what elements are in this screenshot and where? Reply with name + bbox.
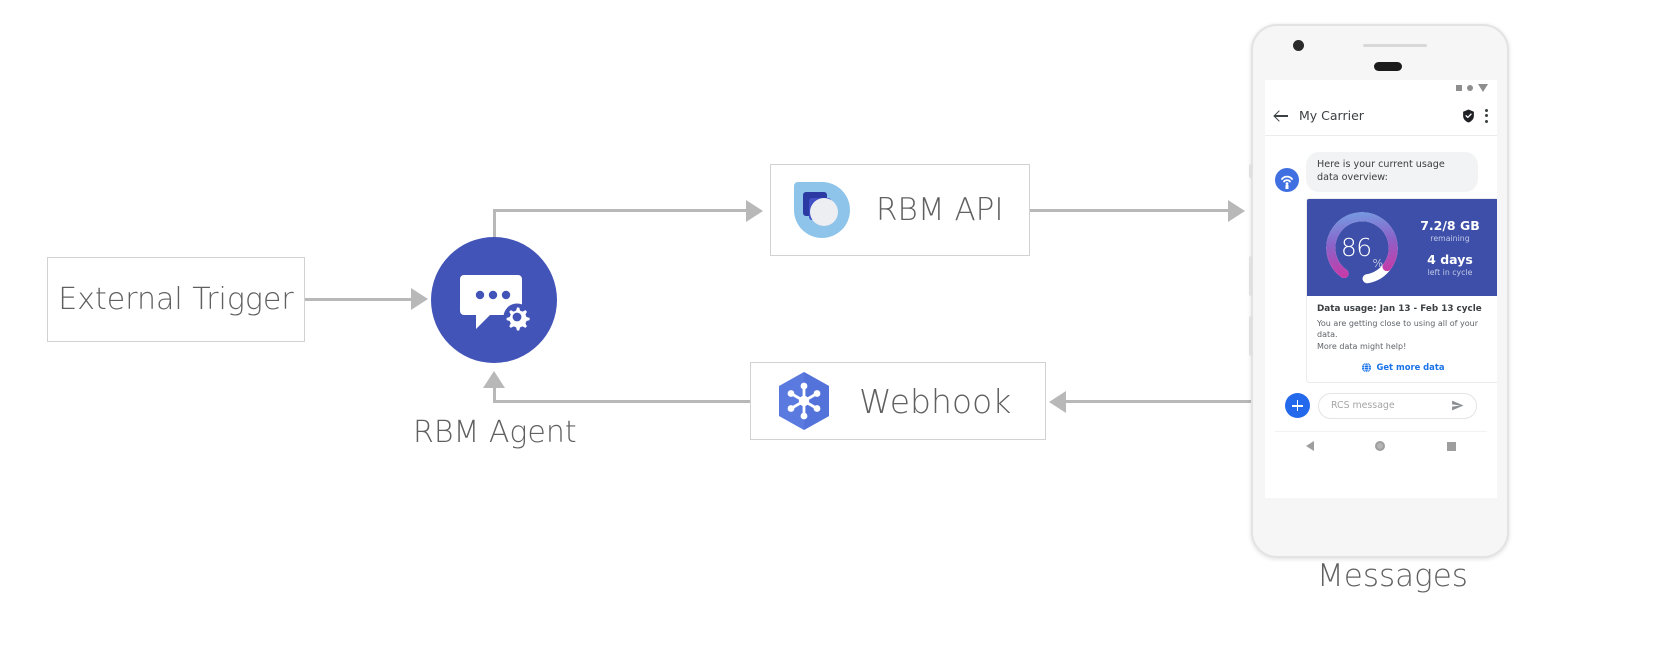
globe-icon [1361, 362, 1371, 373]
circle-icon [1467, 85, 1473, 91]
carrier-antenna-avatar [1275, 167, 1299, 192]
cloud-functions-hexagon-icon [779, 372, 829, 430]
incoming-message-row: Here is your current usage data overview… [1275, 152, 1487, 192]
arrowhead-api-to-phone [1228, 200, 1245, 222]
plus-icon[interactable] [1285, 393, 1310, 419]
stat-days-left-label: left in cycle [1427, 267, 1473, 277]
phone-volume-down [1249, 316, 1253, 356]
node-external-trigger[interactable]: External Trigger [47, 257, 305, 342]
data-usage-gauge: 86 % [1321, 207, 1403, 289]
phone-screen: My Carrier [1265, 80, 1497, 498]
app-bar-title: My Carrier [1299, 108, 1364, 123]
send-icon[interactable] [1451, 399, 1464, 412]
triangle-down-icon [1478, 84, 1488, 92]
arrowhead-phone-to-webhook [1049, 391, 1066, 413]
card-action-label: Get more data [1376, 362, 1445, 373]
message-bubble: Here is your current usage data overview… [1306, 152, 1478, 192]
node-webhook[interactable]: Webhook [750, 362, 1046, 440]
rbm-droplet-icon [794, 182, 850, 238]
rbm-agent-label: RBM Agent [413, 415, 577, 450]
nav-back-triangle-icon[interactable] [1305, 441, 1314, 452]
chat-gear-icon [460, 275, 531, 331]
card-title: Data usage: Jan 13 - Feb 13 cycle [1317, 303, 1482, 314]
connector-trigger-to-agent [303, 298, 413, 301]
gauge-percent-value: 86 [1340, 233, 1372, 263]
node-rbm-api[interactable]: RBM API [770, 164, 1030, 256]
conversation-area: Here is your current usage data overview… [1265, 136, 1497, 461]
arrowhead-agent-to-api [746, 200, 763, 222]
gauge-percent: 86 % [1321, 207, 1403, 289]
stat-days-left: 4 days left in cycle [1427, 252, 1473, 277]
stat-data-remaining-label: remaining [1430, 233, 1470, 243]
arrowhead-trigger-to-agent [411, 288, 428, 310]
kebab-menu-icon[interactable] [1485, 108, 1488, 123]
connector-webhook-to-agent [493, 400, 750, 403]
app-bar: My Carrier [1265, 96, 1497, 136]
stat-days-left-value: 4 days [1427, 251, 1473, 267]
rcs-message-placeholder: RCS message [1331, 400, 1395, 412]
node-rbm-agent[interactable] [431, 237, 557, 363]
card-description-line-1: You are getting close to using all of yo… [1317, 318, 1479, 340]
connector-phone-to-webhook [1066, 400, 1252, 403]
card-hero-stats: 7.2/8 GB remaining 4 days left in cycle [1402, 199, 1497, 296]
webhook-label: Webhook [859, 381, 1012, 421]
card-description-line-2: More data might help! [1317, 342, 1407, 352]
square-icon [1456, 85, 1462, 91]
messages-label: Messages [1317, 558, 1468, 594]
rcs-message-input[interactable]: RCS message [1318, 392, 1477, 419]
stat-data-remaining-value: 7.2/8 GB [1420, 218, 1480, 234]
phone-camera [1293, 40, 1304, 51]
shield-check-icon[interactable] [1462, 109, 1475, 123]
nav-home-circle-icon[interactable] [1375, 441, 1386, 452]
message-composer: RCS message [1275, 382, 1487, 419]
card-body: Data usage: Jan 13 - Feb 13 cycle You ar… [1307, 296, 1497, 382]
phone-sensor-strip [1363, 44, 1427, 47]
card-hero: 86 % 7.2/8 GB remaining 4 days lef [1307, 198, 1497, 296]
rbm-api-label: RBM API [876, 192, 1004, 228]
connector-agent-to-api [493, 209, 748, 212]
phone-side-button-top [1249, 164, 1253, 178]
status-bar [1265, 80, 1497, 96]
external-trigger-label: External Trigger [58, 282, 294, 317]
gauge-percent-unit: % [1372, 256, 1384, 270]
phone-earpiece [1374, 62, 1402, 71]
card-action-get-more-data[interactable]: Get more data [1317, 362, 1488, 373]
antenna-icon [1281, 175, 1293, 189]
phone-mockup: My Carrier [1249, 24, 1509, 558]
connector-agent-up-from-webhook [493, 388, 496, 402]
nav-recents-square-icon[interactable] [1447, 441, 1457, 451]
stat-data-remaining: 7.2/8 GB remaining [1420, 218, 1480, 243]
card-description: You are getting close to using all of yo… [1317, 318, 1488, 353]
arrowhead-webhook-to-agent [483, 371, 505, 388]
gauge-arc [1326, 212, 1398, 284]
rich-card[interactable]: 86 % 7.2/8 GB remaining 4 days lef [1306, 197, 1497, 383]
phone-volume-up [1249, 256, 1253, 296]
android-nav-bar [1275, 430, 1487, 461]
connector-api-to-phone [1030, 209, 1230, 212]
back-arrow-icon[interactable] [1274, 108, 1289, 123]
